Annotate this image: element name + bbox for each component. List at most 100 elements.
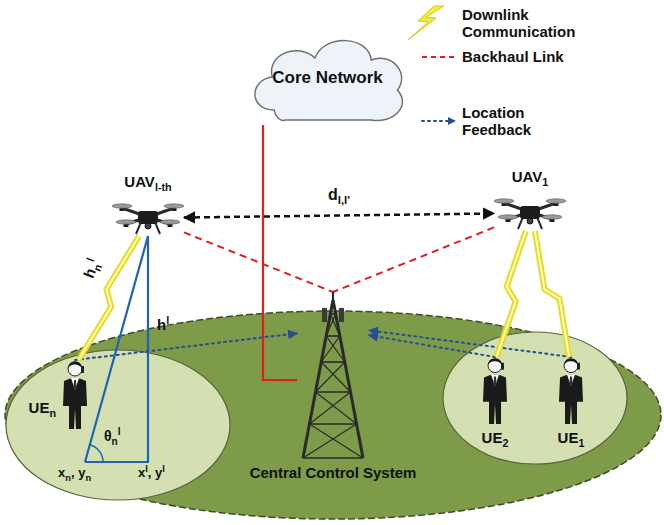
text-part: UE [558,429,579,446]
text-part: h [157,316,166,333]
text-holder: UE2 [482,429,509,446]
lightning-sample [408,6,444,40]
legend-text: Downlink Communication [462,6,592,41]
person-shape [480,357,510,425]
person-shirt [567,374,575,386]
math-label: hl [157,316,169,333]
drone-rotor [112,204,132,208]
person-head [488,359,502,373]
drone-motor [550,217,555,222]
link-connector [369,330,571,357]
label-holder: xn, yn [58,466,91,481]
person-tie [74,380,77,390]
distance-label: dl,l' [326,186,352,204]
person-body [483,374,507,424]
subscript: 2 [502,437,508,449]
person-shirt [71,378,79,390]
person-shirt [491,374,499,386]
tower-brace [326,336,345,362]
text-part: θ [104,428,112,444]
drone-shape [494,195,566,231]
node-label: Core Network [272,68,383,88]
drone-rotor [164,204,184,208]
person-hair [488,358,502,364]
tower-brace [309,392,350,424]
text-part: , y [148,465,162,480]
angle-arc [90,445,103,462]
lightning-inner [78,236,139,360]
node-label: UE1 [558,429,585,446]
tower-antenna [332,292,334,302]
connector-line [75,333,297,360]
superscript: l [118,426,121,437]
drone-rotor [542,215,562,219]
subscript: n [112,436,118,447]
legend-sample [388,4,458,42]
link-connector [333,227,494,292]
connector-line [263,125,297,380]
node-label: Central Control System [250,464,417,481]
connector-line [184,213,494,217]
drone-arm [508,212,530,219]
drone-body [138,211,158,224]
superscript: l [84,256,96,263]
person-shape [60,360,90,430]
link-connector [263,125,297,380]
legend-item: Location Feedback [388,104,592,139]
label-holder: xl, yl [138,466,165,481]
drone-shape [112,200,184,236]
subscript: l-th [155,181,172,193]
drone-arm [122,208,148,217]
downlink-connector [535,231,569,357]
subscript: 1 [542,176,548,188]
person-hair [68,361,82,368]
legend-item: Backhaul Link [388,47,564,67]
drone-leg [537,217,542,229]
drone-leg [136,222,141,234]
lightning-outer [78,236,139,360]
subscript: 1 [578,437,584,449]
core-network-cloud: Core Network [245,30,410,125]
link-connector [75,333,297,360]
person-body [559,374,583,424]
tower-leg [303,300,333,458]
tower-shape [297,292,369,460]
person-phone [577,363,580,370]
drone-motor [120,206,125,211]
subscript: l,l' [338,194,350,206]
text-holder: UEn [29,399,56,416]
label-holder: hnl [80,257,103,281]
tower-bar [303,457,363,459]
drone-rotor [116,220,136,224]
tower-brace [321,336,340,362]
math-label: xn, yn [58,466,91,481]
tower-brace [321,362,350,392]
node-label: UAVl-th [124,173,171,190]
person-head [564,359,578,373]
drone-arm [148,217,170,224]
tower-panel [322,308,327,322]
tower-bar [330,313,335,315]
drone-motor [172,206,177,211]
tower-brace [316,392,357,424]
legend-item: Downlink Communication [388,4,592,42]
link-connector [184,213,494,217]
tower-brace [326,314,335,336]
text-part: h [80,266,99,281]
drone-leg [518,217,523,229]
subscript: n [91,262,105,273]
text-holder: UE1 [558,429,585,446]
math-label: θnl [104,428,121,444]
legend-sample [388,47,458,67]
legend-text: Location Feedback [462,104,592,139]
person-body [63,378,87,429]
node-label: UAV1 [512,168,549,185]
subscript: n [65,473,71,483]
cloud-outline [255,41,402,121]
drone-camera [145,223,151,229]
uav-drone: UAVl-th [112,200,184,236]
